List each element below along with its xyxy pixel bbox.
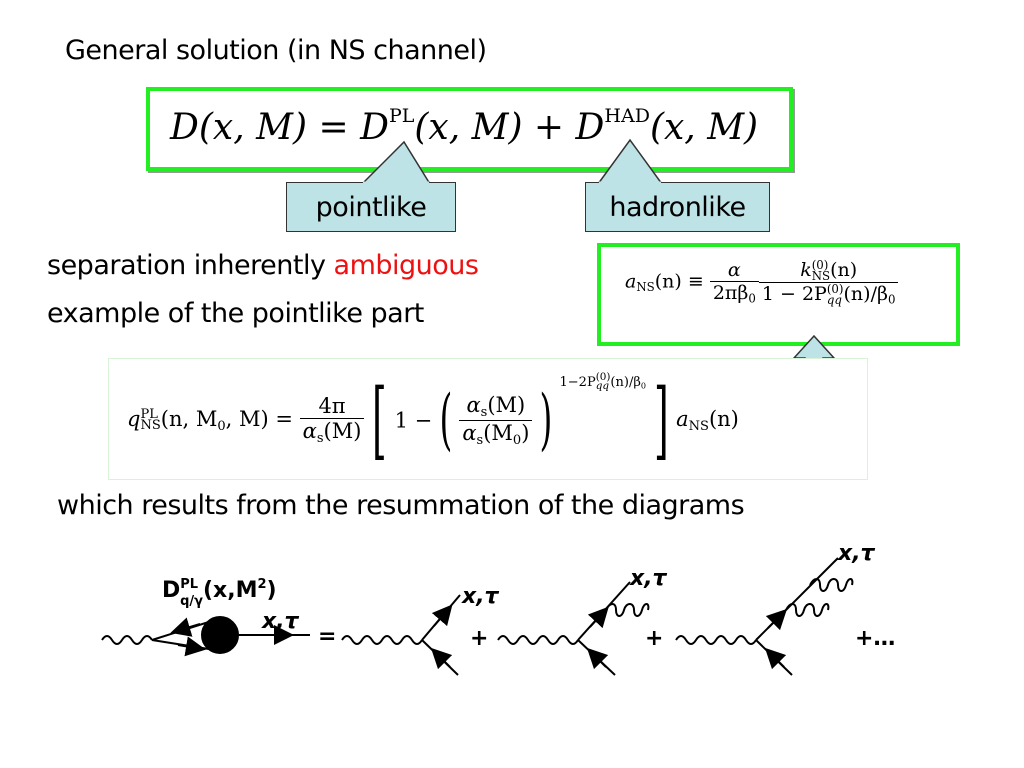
separation-text: separation inherently ambiguous — [47, 250, 479, 281]
diagram-blob — [101, 616, 310, 657]
svg-text:+: + — [470, 626, 488, 651]
main-equation: D(x, M) = DPL(x, M) + DHAD(x, M) — [170, 105, 759, 148]
hadronlike-callout: hadronlike — [585, 182, 770, 232]
page-title: General solution (in NS channel) — [65, 35, 487, 66]
svg-text:+…: +… — [855, 626, 895, 651]
svg-text:x,τ: x,τ — [837, 541, 876, 566]
svg-text:x,τ: x,τ — [261, 609, 300, 634]
svg-text:+: + — [645, 626, 663, 651]
svg-text:x,τ: x,τ — [629, 566, 668, 591]
svg-text:=: = — [318, 624, 336, 649]
svg-text:x,τ: x,τ — [461, 584, 500, 609]
diagram-two-gluon — [675, 557, 854, 676]
diagram-one-gluon — [497, 581, 650, 676]
resummation-text: which results from the resummation of th… — [57, 490, 745, 521]
main-equation-box: D(x, M) = DPL(x, M) + DHAD(x, M) — [146, 87, 793, 171]
example-text: example of the pointlike part — [47, 298, 424, 329]
ambiguous-highlight: ambiguous — [333, 250, 479, 281]
diagram-born — [341, 594, 461, 676]
pointlike-callout: pointlike — [286, 182, 456, 232]
